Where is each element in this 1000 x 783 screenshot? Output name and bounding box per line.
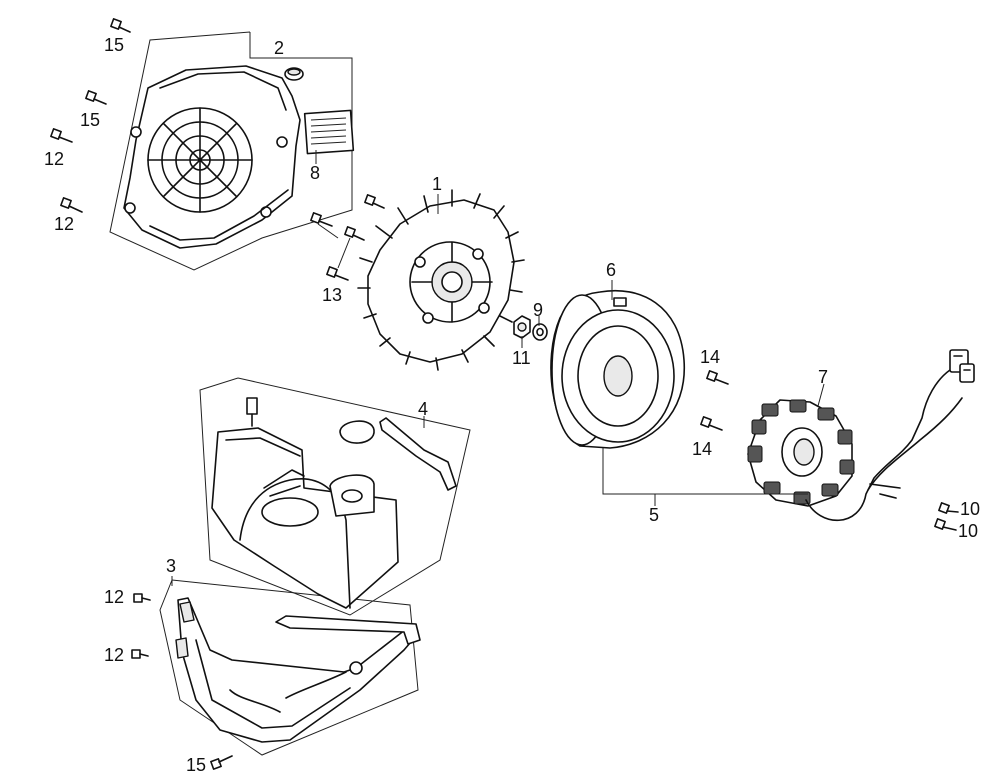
callout-12-lower-left: 12 xyxy=(54,214,75,234)
callout-11: 11 xyxy=(512,348,531,368)
lower-shroud-group-frame xyxy=(159,579,419,756)
flywheel-washer xyxy=(532,323,548,341)
shroud-strip xyxy=(379,417,457,491)
callout-8: 8 xyxy=(310,163,321,183)
callout-15-bottom: 15 xyxy=(186,755,207,775)
grommet xyxy=(284,67,304,81)
callout-5: 5 xyxy=(649,505,660,525)
screws-10 xyxy=(934,502,959,531)
callout-6: 6 xyxy=(606,260,617,280)
callout-9: 9 xyxy=(533,300,544,320)
callout-13: 13 xyxy=(322,285,343,305)
callout-10-lower: 10 xyxy=(958,521,979,541)
callout-1: 1 xyxy=(432,174,443,194)
callout-14-upper: 14 xyxy=(700,347,721,367)
bolt-15-bottom xyxy=(210,755,233,770)
callout-15-middle: 15 xyxy=(80,110,101,130)
callout-7: 7 xyxy=(818,367,829,387)
screws-14 xyxy=(700,370,729,431)
flywheel xyxy=(357,189,525,371)
flywheel-nut xyxy=(513,315,531,339)
fan-cover-group-frame xyxy=(109,31,353,271)
callout-3: 3 xyxy=(166,556,177,576)
callout-10-upper: 10 xyxy=(960,499,981,519)
callout-2: 2 xyxy=(274,38,285,58)
bolt-15-top xyxy=(110,18,131,33)
shroud-group-frame xyxy=(199,377,471,616)
callout-12-shroud-upper: 12 xyxy=(104,587,125,607)
bolt-12-lower xyxy=(60,197,83,213)
fan-cover xyxy=(123,65,301,249)
callout-12-shroud-lower: 12 xyxy=(104,645,125,665)
rotor xyxy=(550,289,685,449)
callout-4: 4 xyxy=(418,399,429,419)
leader-lines xyxy=(171,150,825,586)
bolts-12-lower-shroud xyxy=(131,593,151,659)
callout-14-lower: 14 xyxy=(692,439,713,459)
bolt-12-upper xyxy=(50,128,73,143)
shroud-bolt xyxy=(246,397,258,427)
stator xyxy=(747,349,975,522)
bolt-15-middle xyxy=(85,90,107,105)
callout-15-top: 15 xyxy=(104,35,125,55)
screws-13 xyxy=(310,194,385,281)
cylinder-shroud xyxy=(211,427,399,609)
callout-12-upper-left: 12 xyxy=(44,149,65,169)
shroud-cap xyxy=(339,420,375,444)
lower-shroud xyxy=(175,597,421,743)
warning-sticker xyxy=(303,109,355,155)
